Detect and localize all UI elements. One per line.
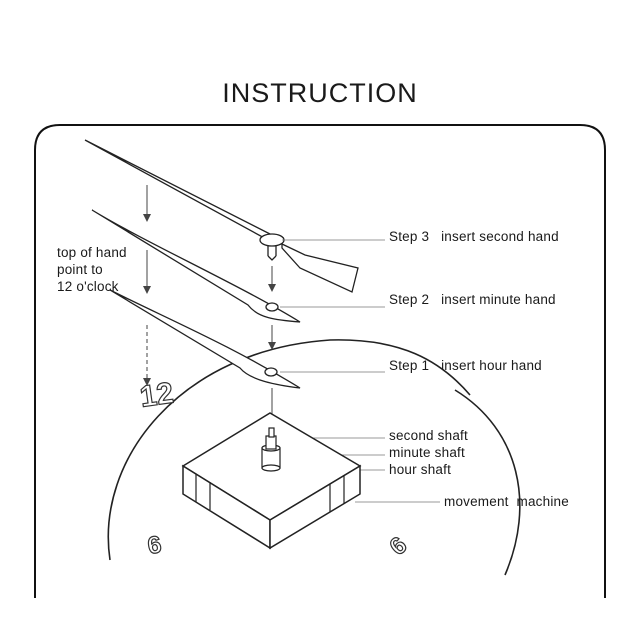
minute-shaft-label: minute shaft: [389, 445, 465, 460]
step-2-number: Step 2: [389, 292, 430, 307]
guide-arrows: [143, 185, 276, 424]
step-3-label: Step 3 insert second hand: [389, 229, 559, 244]
dial-number-9: 9: [145, 530, 163, 559]
second-hand: [84, 139, 359, 293]
note-line-3: 12 o'clock: [57, 279, 119, 294]
movement-machine: [181, 412, 362, 550]
minute-hand: [91, 209, 301, 323]
clock-dial-arc: [107, 339, 471, 561]
dial-number-12: 12: [138, 377, 176, 414]
hour-hand: [109, 289, 301, 389]
step-3-text: insert second hand: [441, 229, 559, 244]
page-title: INSTRUCTION: [222, 78, 418, 108]
step-2-label: Step 2 insert minute hand: [389, 292, 556, 307]
clock-dial-arc-right: [454, 389, 521, 576]
note-line-2: point to: [57, 262, 103, 277]
step-1-text: insert hour hand: [441, 358, 542, 373]
step-1-label: Step 1 insert hour hand: [389, 358, 542, 373]
dial-number-6: 6: [385, 532, 413, 561]
hour-shaft-label: hour shaft: [389, 462, 452, 477]
second-shaft-label: second shaft: [389, 428, 468, 443]
note-line-1: top of hand: [57, 245, 127, 260]
step-2-text: insert minute hand: [441, 292, 556, 307]
frame-border: [34, 124, 606, 598]
movement-machine-label: movement machine: [444, 494, 569, 509]
step-3-number: Step 3: [389, 229, 430, 244]
step-1-number: Step 1: [389, 358, 430, 373]
hand-alignment-note: top of hand point to 12 o'clock: [57, 244, 177, 295]
